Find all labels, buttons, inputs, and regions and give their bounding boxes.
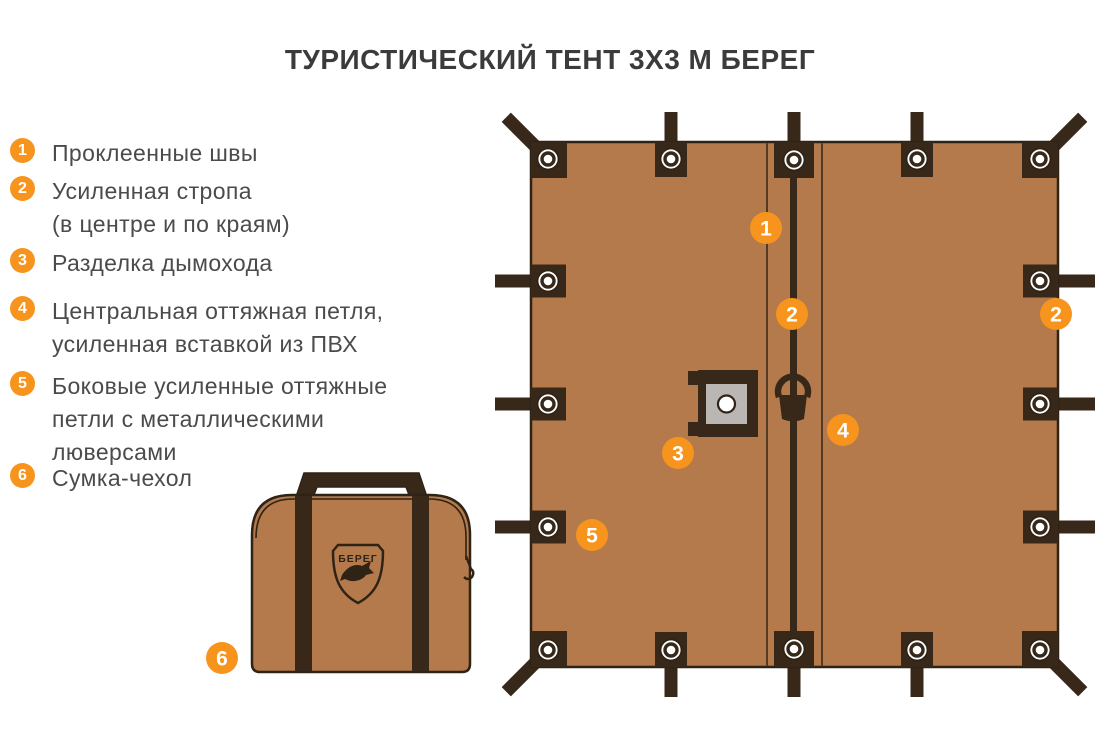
callout-number: 1 xyxy=(760,218,772,241)
legend-text-6: Сумка-чехол xyxy=(52,465,193,491)
strap-top-center xyxy=(787,112,801,146)
legend-text-3: Разделка дымохода xyxy=(52,250,273,276)
grommet-icon xyxy=(1027,637,1053,663)
bag-zipper-pull xyxy=(463,555,475,581)
callout-number: 5 xyxy=(586,525,598,548)
grommet-icon xyxy=(535,391,561,417)
strap-left-2 xyxy=(495,397,535,411)
strap-top-1 xyxy=(664,112,678,146)
legend-badge-3: 3 xyxy=(10,248,35,273)
loop-insert xyxy=(779,395,807,422)
callout-3: 3 xyxy=(662,437,694,469)
diagram-callouts: 1 2 2 3 4 5 6 xyxy=(206,212,1072,674)
bag-strap-left xyxy=(295,496,312,671)
legend-text-5: Боковые усиленные оттяжные петли с метал… xyxy=(52,373,388,465)
bag-logo: БЕРЕГ xyxy=(331,543,385,605)
tent-top-view xyxy=(495,112,1095,697)
strap-top-2 xyxy=(910,112,924,146)
grommet-icon xyxy=(781,636,807,662)
callout-circle xyxy=(576,519,608,551)
callout-circle xyxy=(750,212,782,244)
callout-number: 2 xyxy=(1050,304,1062,327)
legend-badge-6: 6 xyxy=(10,463,35,488)
strap-left-1 xyxy=(495,274,535,288)
callout-number: 6 xyxy=(216,648,228,671)
callout-2-edge: 2 xyxy=(1040,298,1072,330)
legend-badge-5: 5 xyxy=(10,371,35,396)
grommet-icon xyxy=(904,637,930,663)
callout-circle xyxy=(662,437,694,469)
callout-4: 4 xyxy=(827,414,859,446)
callout-2-center: 2 xyxy=(776,298,808,330)
grommet-icon xyxy=(1027,514,1053,540)
callout-5: 5 xyxy=(576,519,608,551)
callout-number: 3 xyxy=(672,443,684,466)
callout-circle xyxy=(827,414,859,446)
callout-circle xyxy=(206,642,238,674)
strap-bottom-center xyxy=(787,663,801,697)
logo-shield xyxy=(331,543,385,605)
legend-badge-1: 1 xyxy=(10,138,35,163)
callout-6: 6 xyxy=(206,642,238,674)
grommet-icon xyxy=(535,146,561,172)
callout-number: 4 xyxy=(837,420,849,443)
chimney-port xyxy=(688,370,758,437)
callout-circle xyxy=(1040,298,1072,330)
grommet-icon xyxy=(1027,391,1053,417)
legend-text-1: Проклеенные швы xyxy=(52,140,258,166)
page-title: ТУРИСТИЧЕСКИЙ ТЕНТ 3Х3 М БЕРЕГ xyxy=(284,44,816,75)
legend-text-2: Усиленная стропа (в центре и по краям) xyxy=(52,178,291,237)
legend-item-3: 3 Разделка дымохода xyxy=(10,247,273,280)
legend: 1 Проклеенные швы 2 Усиленная стропа (в … xyxy=(0,0,480,733)
strap-right-2 xyxy=(1055,397,1095,411)
legend-item-5: 5 Боковые усиленные оттяжные петли с мет… xyxy=(10,370,387,469)
callout-number: 2 xyxy=(786,304,798,327)
legend-badge-2: 2 xyxy=(10,176,35,201)
chimney-hole xyxy=(716,394,737,414)
legend-item-1: 1 Проклеенные швы xyxy=(10,137,258,170)
grommet-icon xyxy=(535,514,561,540)
legend-item-4: 4 Центральная оттяжная петля, усиленная … xyxy=(10,295,383,361)
chimney-tab-bottom xyxy=(688,422,700,436)
legend-item-2: 2 Усиленная стропа (в центре и по краям) xyxy=(10,175,290,241)
legend-badge-4: 4 xyxy=(10,296,35,321)
bag-body xyxy=(250,493,472,674)
fish-icon xyxy=(340,561,374,582)
callout-circle xyxy=(776,298,808,330)
grommet-icon xyxy=(1027,268,1053,294)
grommet-icon xyxy=(658,637,684,663)
strap-bottom-2 xyxy=(910,663,924,697)
grommet-icon xyxy=(1027,146,1053,172)
legend-text-4: Центральная оттяжная петля, усиленная вс… xyxy=(52,298,384,357)
grommet-icon xyxy=(904,146,930,172)
bag-strap-right xyxy=(412,496,429,671)
strap-bottom-1 xyxy=(664,663,678,697)
grommet-icon xyxy=(535,637,561,663)
strap-left-3 xyxy=(495,520,535,534)
callout-1: 1 xyxy=(750,212,782,244)
strap-right-1 xyxy=(1055,274,1095,288)
strap-right-3 xyxy=(1055,520,1095,534)
central-pull-loop xyxy=(774,373,812,422)
loop-ring xyxy=(774,373,812,399)
legend-item-6: 6 Сумка-чехол xyxy=(10,462,192,495)
chimney-tab-top xyxy=(688,371,700,385)
carry-bag: БЕРЕГ xyxy=(250,472,475,674)
grommet-icon xyxy=(535,268,561,294)
logo-brand-text: БЕРЕГ xyxy=(338,553,378,565)
grommet-icon xyxy=(658,146,684,172)
grommet-icon xyxy=(781,147,807,173)
